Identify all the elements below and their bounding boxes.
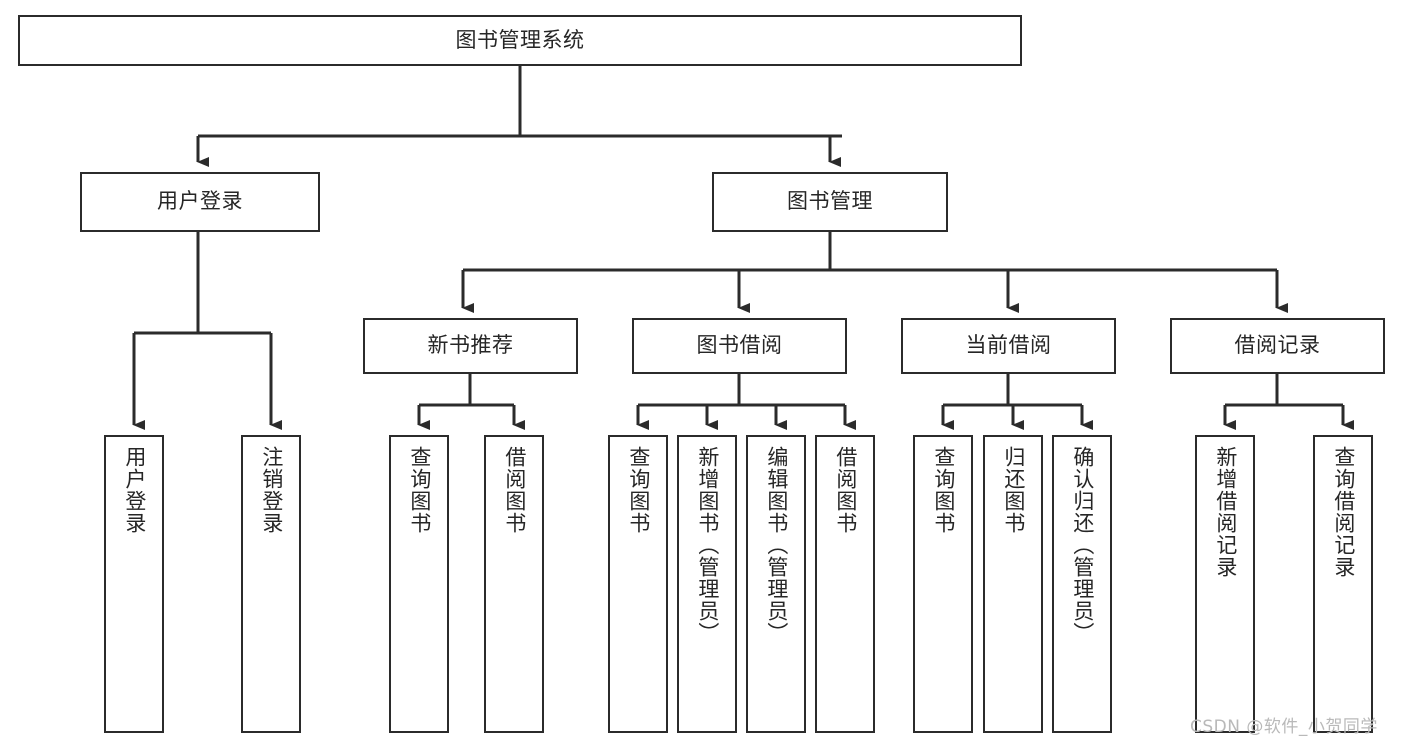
node-leaf-logout-login-label: 注销登录 [259, 446, 284, 534]
node-current-borrow-label: 当前借阅 [965, 333, 1052, 358]
node-borrow-record-label: 借阅记录 [1234, 333, 1321, 358]
node-leaf-borrow-book-2-label: 借阅图书 [833, 446, 858, 534]
node-leaf-query-borrow-record[interactable]: 查询借阅记录 [1313, 435, 1373, 733]
node-user-login[interactable]: 用户登录 [80, 172, 320, 232]
node-leaf-query-book-2-label: 查询图书 [626, 446, 651, 534]
node-new-book-recommend-label: 新书推荐 [427, 333, 514, 358]
node-leaf-query-book-2[interactable]: 查询图书 [608, 435, 668, 733]
node-leaf-borrow-book-1[interactable]: 借阅图书 [484, 435, 544, 733]
node-book-borrow[interactable]: 图书借阅 [632, 318, 847, 374]
node-leaf-user-login[interactable]: 用户登录 [104, 435, 164, 733]
node-leaf-add-book-admin-label: 新增图书（管理员） [695, 446, 720, 644]
node-user-login-label: 用户登录 [157, 189, 243, 214]
node-leaf-edit-book-admin[interactable]: 编辑图书（管理员） [746, 435, 806, 733]
node-leaf-confirm-return-admin[interactable]: 确认归还（管理员） [1052, 435, 1112, 733]
node-current-borrow[interactable]: 当前借阅 [901, 318, 1116, 374]
node-leaf-query-book-3[interactable]: 查询图书 [913, 435, 973, 733]
node-root-label: 图书管理系统 [455, 27, 585, 52]
node-root[interactable]: 图书管理系统 [18, 15, 1022, 66]
node-leaf-edit-book-admin-label: 编辑图书（管理员） [764, 446, 789, 644]
node-leaf-query-book-1-label: 查询图书 [407, 446, 432, 534]
node-leaf-return-book[interactable]: 归还图书 [983, 435, 1043, 733]
node-leaf-borrow-book-2[interactable]: 借阅图书 [815, 435, 875, 733]
node-leaf-add-borrow-record-label: 新增借阅记录 [1213, 446, 1238, 578]
node-leaf-borrow-book-1-label: 借阅图书 [502, 446, 527, 534]
node-book-manage-label: 图书管理 [787, 189, 873, 214]
node-leaf-confirm-return-admin-label: 确认归还（管理员） [1070, 446, 1095, 644]
node-leaf-logout-login[interactable]: 注销登录 [241, 435, 301, 733]
node-leaf-return-book-label: 归还图书 [1001, 446, 1026, 534]
node-borrow-record[interactable]: 借阅记录 [1170, 318, 1385, 374]
node-book-manage[interactable]: 图书管理 [712, 172, 948, 232]
node-leaf-query-book-1[interactable]: 查询图书 [389, 435, 449, 733]
node-leaf-query-borrow-record-label: 查询借阅记录 [1331, 446, 1356, 578]
node-leaf-add-book-admin[interactable]: 新增图书（管理员） [677, 435, 737, 733]
node-leaf-query-book-3-label: 查询图书 [931, 446, 956, 534]
node-leaf-user-login-label: 用户登录 [122, 446, 147, 534]
node-book-borrow-label: 图书借阅 [696, 333, 783, 358]
node-leaf-add-borrow-record[interactable]: 新增借阅记录 [1195, 435, 1255, 733]
node-new-book-recommend[interactable]: 新书推荐 [363, 318, 578, 374]
